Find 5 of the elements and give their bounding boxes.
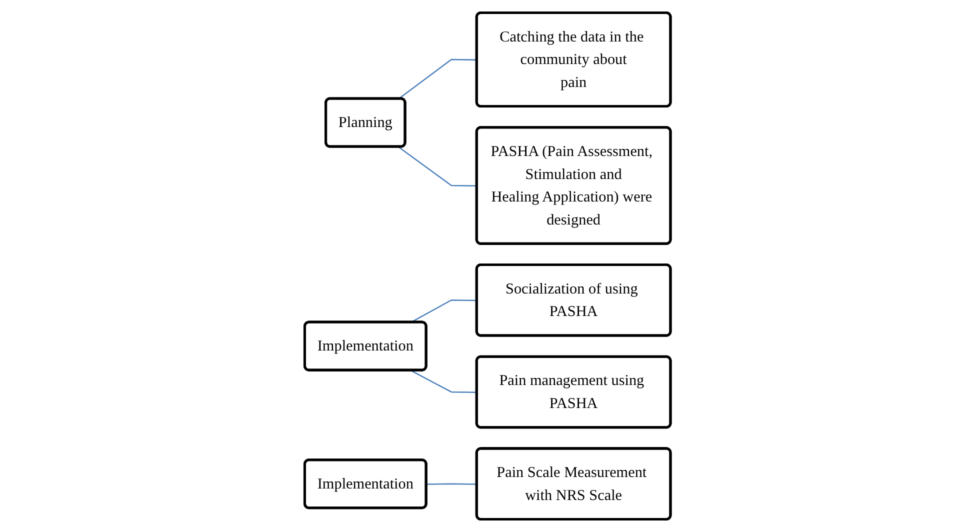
connector — [398, 146, 478, 187]
connector — [398, 58, 478, 100]
connector — [426, 483, 478, 485]
connector — [410, 370, 478, 394]
connector — [410, 299, 478, 324]
